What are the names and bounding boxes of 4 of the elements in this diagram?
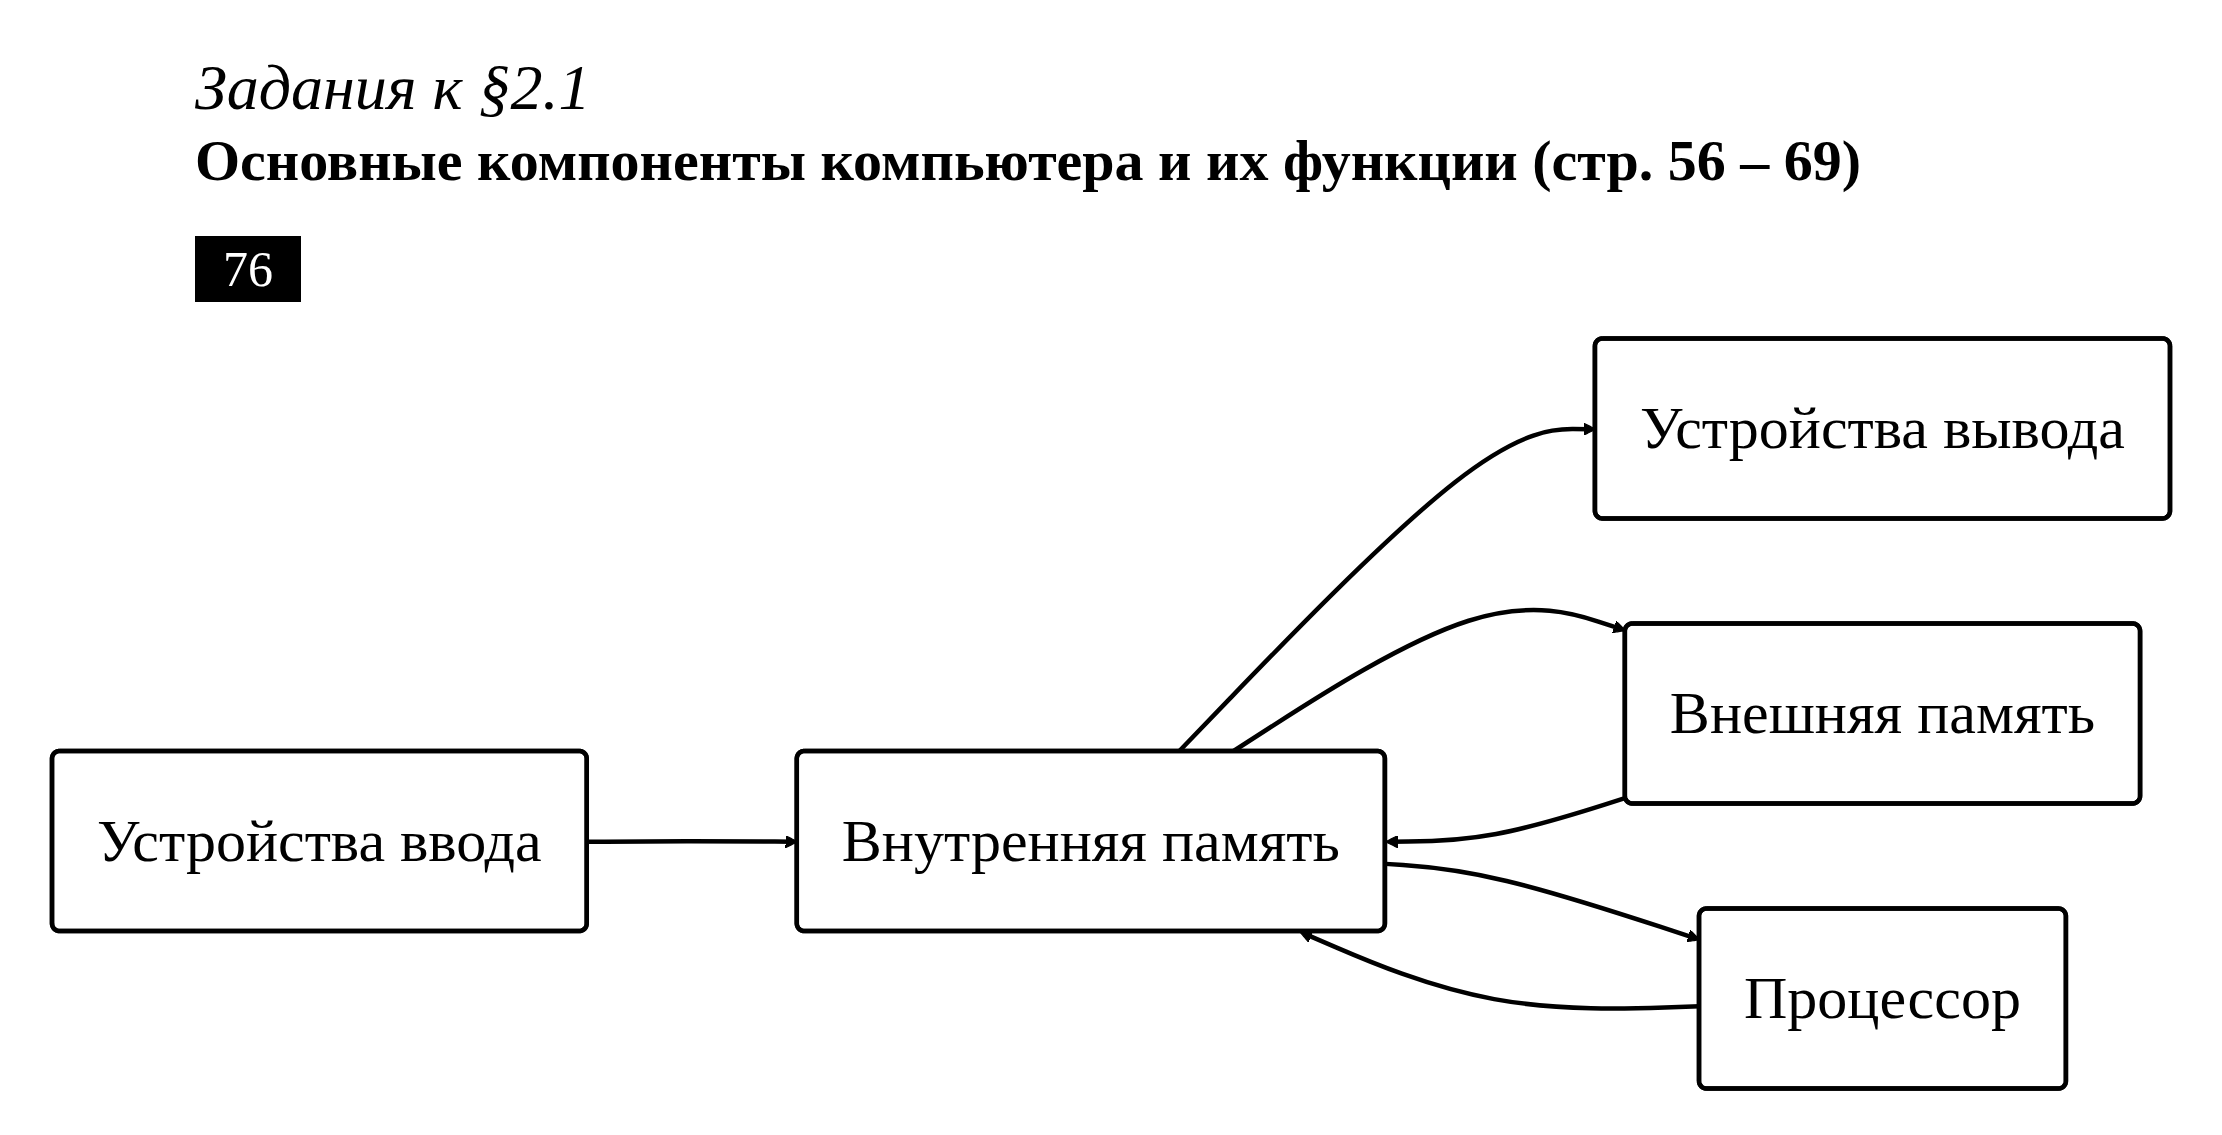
task-title: Задания к §2.1 [195,51,591,125]
arrow [1385,795,1627,849]
section-heading: Основные компоненты компьютера и их функции (стр. 56 – 69) [195,127,1862,195]
task-number: 76 [195,236,301,302]
